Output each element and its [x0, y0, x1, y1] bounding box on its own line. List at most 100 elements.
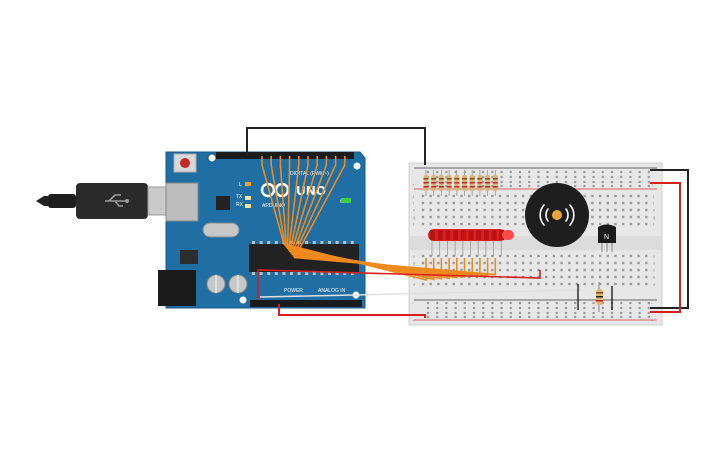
rail-hole[interactable] [546, 311, 549, 315]
npn-transistor[interactable]: N [598, 224, 616, 253]
rail-hole[interactable] [528, 170, 531, 174]
breadboard-hole[interactable] [537, 254, 540, 258]
breadboard-hole[interactable] [437, 282, 440, 286]
rail-hole[interactable] [509, 184, 512, 188]
breadboard-hole[interactable] [483, 261, 486, 265]
breadboard-hole[interactable] [460, 201, 463, 205]
breadboard-hole[interactable] [637, 268, 640, 272]
breadboard-hole[interactable] [521, 261, 525, 265]
breadboard-hole[interactable] [514, 268, 517, 272]
breadboard-hole[interactable] [475, 215, 479, 219]
rail-hole[interactable] [491, 175, 494, 179]
rail-hole[interactable] [528, 306, 531, 310]
rail-hole[interactable] [528, 311, 531, 315]
breadboard-hole[interactable] [421, 194, 425, 198]
breadboard-hole[interactable] [421, 208, 425, 212]
breadboard-hole[interactable] [429, 282, 432, 286]
rail-hole[interactable] [583, 315, 586, 319]
rail-hole[interactable] [629, 301, 632, 305]
breadboard-hole[interactable] [629, 194, 633, 198]
breadboard-hole[interactable] [622, 282, 625, 286]
led[interactable] [491, 230, 497, 240]
rail-hole[interactable] [620, 184, 623, 188]
breadboard-hole[interactable] [629, 268, 633, 272]
breadboard-hole[interactable] [491, 282, 494, 286]
breadboard-hole[interactable] [483, 282, 486, 286]
rail-hole[interactable] [454, 306, 457, 310]
breadboard-hole[interactable] [645, 194, 648, 198]
breadboard-hole[interactable] [598, 275, 602, 279]
rail-hole[interactable] [500, 175, 503, 179]
breadboard-hole[interactable] [591, 282, 594, 286]
rail-hole[interactable] [528, 175, 531, 179]
vcc-wire-red[interactable] [278, 304, 426, 318]
breadboard-hole[interactable] [568, 282, 571, 286]
breadboard-hole[interactable] [591, 201, 594, 205]
breadboard-hole[interactable] [460, 282, 463, 286]
breadboard-hole[interactable] [498, 208, 502, 212]
rail-hole[interactable] [528, 180, 531, 184]
rail-hole[interactable] [509, 175, 512, 179]
breadboard-hole[interactable] [622, 201, 625, 205]
rail-hole[interactable] [592, 175, 595, 179]
rail-hole[interactable] [445, 175, 448, 179]
breadboard-hole[interactable] [521, 222, 525, 226]
breadboard-hole[interactable] [629, 275, 633, 279]
breadboard-hole[interactable] [637, 215, 640, 219]
breadboard-hole[interactable] [468, 208, 471, 212]
breadboard-hole[interactable] [545, 282, 548, 286]
rail-hole[interactable] [426, 306, 430, 310]
breadboard-hole[interactable] [475, 201, 479, 205]
rail-hole[interactable] [574, 175, 577, 179]
breadboard-hole[interactable] [421, 222, 425, 226]
rail-hole[interactable] [546, 301, 549, 305]
reset-button-cap[interactable] [180, 158, 190, 168]
rail-hole[interactable] [601, 184, 604, 188]
breadboard-hole[interactable] [506, 254, 509, 258]
breadboard-hole[interactable] [575, 282, 579, 286]
rail-hole[interactable] [610, 170, 614, 174]
breadboard-hole[interactable] [537, 282, 540, 286]
breadboard-hole[interactable] [514, 215, 517, 219]
breadboard-hole[interactable] [475, 194, 479, 198]
breadboard-hole[interactable] [568, 254, 571, 258]
rail-hole[interactable] [555, 315, 558, 319]
breadboard-hole[interactable] [468, 222, 471, 226]
breadboard-hole[interactable] [598, 194, 602, 198]
breadboard-hole[interactable] [491, 215, 494, 219]
rail-hole[interactable] [555, 301, 558, 305]
breadboard-hole[interactable] [614, 275, 617, 279]
breadboard-hole[interactable] [468, 254, 471, 258]
breadboard-hole[interactable] [444, 208, 448, 212]
rail-hole[interactable] [592, 170, 595, 174]
breadboard-hole[interactable] [645, 268, 648, 272]
breadboard-hole[interactable] [622, 261, 625, 265]
breadboard-hole[interactable] [437, 222, 440, 226]
rail-hole[interactable] [629, 315, 632, 319]
breadboard-hole[interactable] [498, 261, 502, 265]
breadboard-hole[interactable] [429, 201, 432, 205]
rail-hole[interactable] [518, 315, 522, 319]
breadboard-hole[interactable] [645, 215, 648, 219]
led[interactable] [476, 230, 482, 240]
breadboard-hole[interactable] [498, 254, 502, 258]
rail-hole[interactable] [583, 301, 586, 305]
rail-hole[interactable] [518, 175, 522, 179]
breadboard-hole[interactable] [437, 261, 440, 265]
rail-hole[interactable] [537, 315, 540, 319]
rail-hole[interactable] [454, 301, 457, 305]
breadboard-hole[interactable] [622, 222, 625, 226]
breadboard-hole[interactable] [506, 194, 509, 198]
breadboard-hole[interactable] [583, 254, 586, 258]
breadboard-hole[interactable] [568, 261, 571, 265]
rail-hole[interactable] [601, 180, 604, 184]
breadboard-hole[interactable] [483, 254, 486, 258]
breadboard-hole[interactable] [475, 268, 479, 272]
breadboard-hole[interactable] [475, 208, 479, 212]
orange-wire[interactable] [293, 156, 497, 276]
breadboard-hole[interactable] [591, 261, 594, 265]
breadboard-hole[interactable] [591, 215, 594, 219]
breadboard-hole[interactable] [568, 268, 571, 272]
breadboard-hole[interactable] [452, 208, 455, 212]
rail-hole[interactable] [583, 180, 586, 184]
